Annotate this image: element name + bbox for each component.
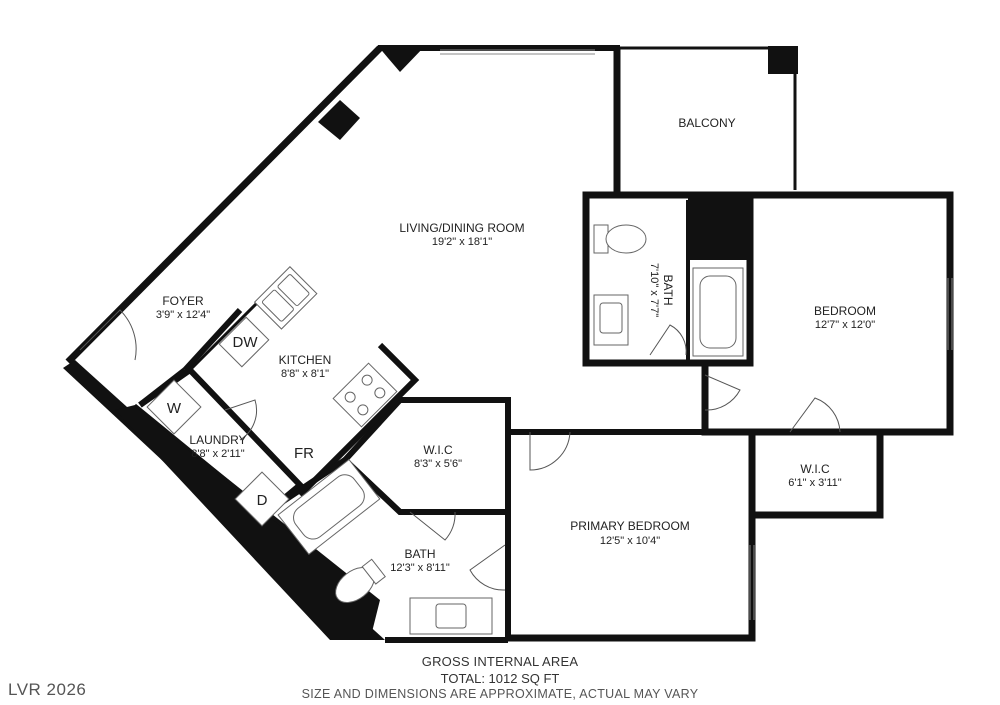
wic1-dim: 8'3" x 5'6" <box>414 458 462 470</box>
area-heading: GROSS INTERNAL AREA <box>421 654 579 669</box>
laundry-dim: 8'8" x 2'11" <box>191 448 244 460</box>
foyer-name: FOYER <box>162 294 204 308</box>
fixtures <box>146 224 744 635</box>
balcony-name: BALCONY <box>678 116 735 130</box>
wall-lines <box>65 45 954 643</box>
wic2-dim: 6'1" x 3'11" <box>788 477 841 489</box>
disclaimer: SIZE AND DIMENSIONS ARE APPROXIMATE, ACT… <box>301 687 699 701</box>
watermark: LVR 2026 <box>8 680 87 699</box>
door-swings <box>79 309 841 591</box>
bath2-name: BATH <box>404 547 435 561</box>
kitchen-dim: 8'8" x 8'1" <box>281 368 329 380</box>
bedroom-dim: 12'7" x 12'0" <box>815 319 875 331</box>
appliance-labels: DW W FR D <box>167 334 314 509</box>
primary-dim: 12'5" x 10'4" <box>600 535 660 547</box>
room-labels: BALCONY LIVING/DINING ROOM 19'2" x 18'1"… <box>156 116 876 574</box>
living-name: LIVING/DINING ROOM <box>399 221 524 235</box>
primary-name: PRIMARY BEDROOM <box>570 519 690 533</box>
bath1-name: BATH <box>661 274 675 305</box>
kitchen-name: KITCHEN <box>279 353 332 367</box>
foyer-dim: 3'9" x 12'4" <box>156 309 210 321</box>
fridge-label: FR <box>294 445 314 462</box>
bedroom-name: BEDROOM <box>814 304 876 318</box>
wic1-name: W.I.C <box>423 443 453 457</box>
bath1-dim: 7'10" x 7'7" <box>648 263 660 317</box>
dryer-label: D <box>257 492 268 509</box>
laundry-name: LAUNDRY <box>189 433 246 447</box>
living-dim: 19'2" x 18'1" <box>432 236 492 248</box>
washer-label: W <box>167 400 182 417</box>
wic2-name: W.I.C <box>800 462 830 476</box>
windows <box>440 49 953 620</box>
dishwasher-label: DW <box>233 334 259 351</box>
area-total: TOTAL: 1012 SQ FT <box>440 671 560 686</box>
walls <box>63 46 425 640</box>
bath2-dim: 12'3" x 8'11" <box>390 562 450 574</box>
